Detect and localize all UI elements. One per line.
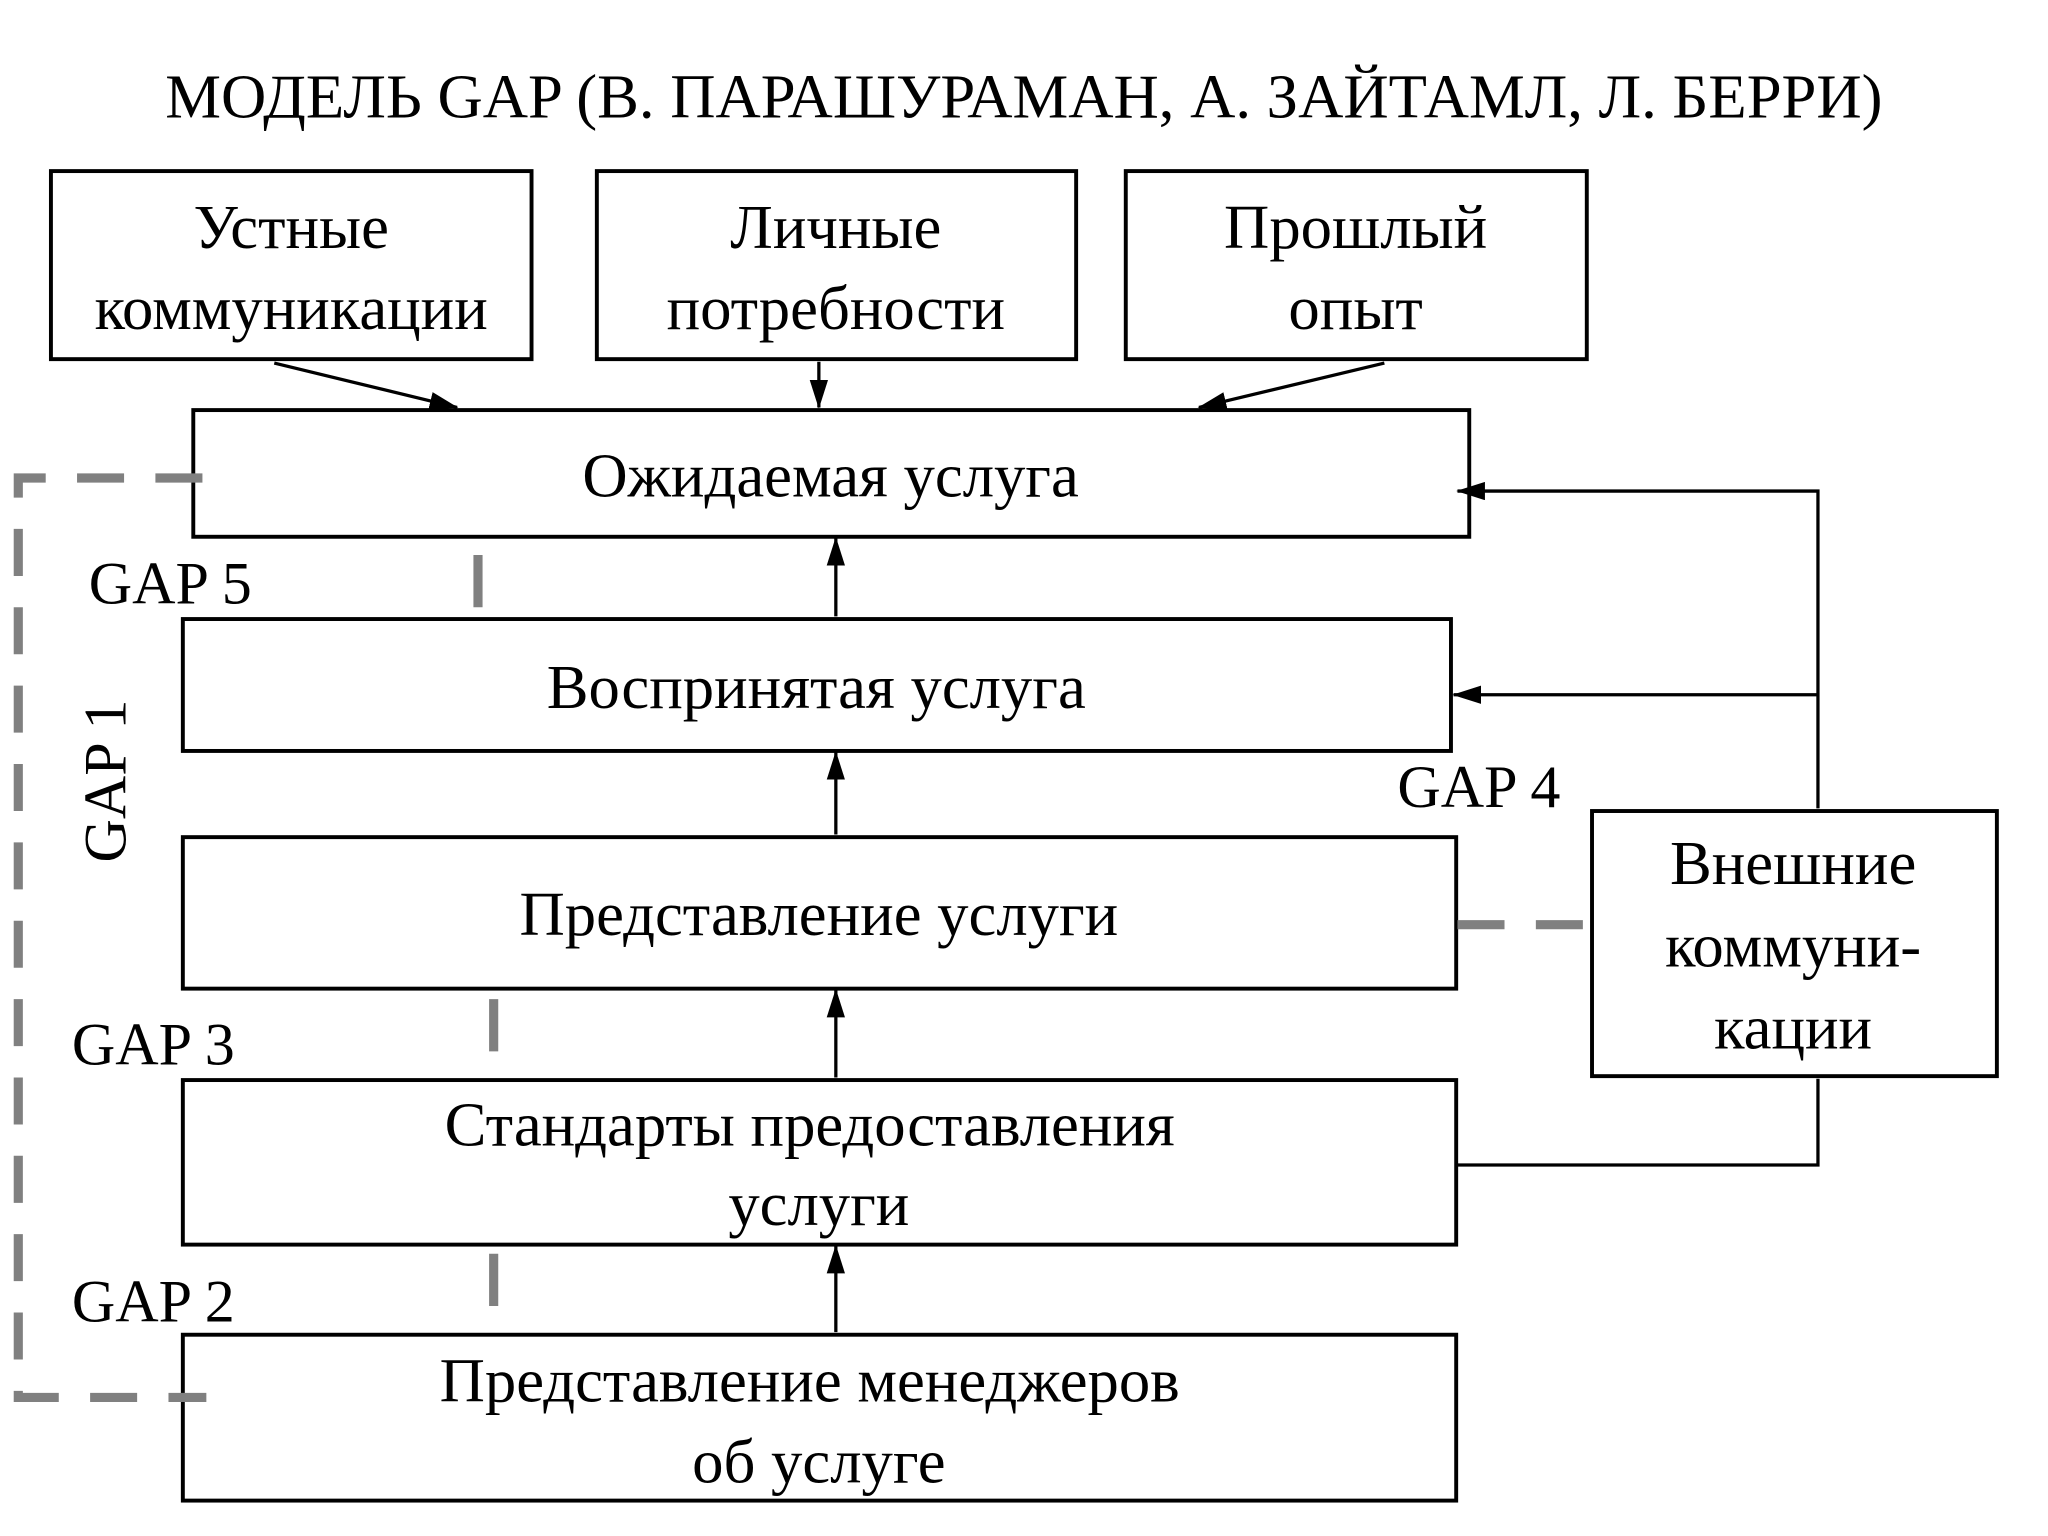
- word-of-mouth-label-line2: коммуникации: [95, 273, 488, 343]
- arrow-word-of-mouth-to-expected: [273, 361, 459, 410]
- perceived-service-box: [180, 617, 1453, 753]
- service-standards-box: [180, 1078, 1459, 1247]
- gap1-label: GAP 1: [71, 699, 138, 862]
- personal-needs-box: [594, 169, 1079, 362]
- expected-service-label: Ожидаемая услуга: [582, 440, 1078, 510]
- management-perceptions-label-line1: Представление менеджеров: [440, 1345, 1180, 1415]
- past-experience-label-line1: Прошлый: [1224, 192, 1487, 262]
- past-experience-label-line2: опыт: [1288, 273, 1422, 343]
- gap5-label: GAP 5: [89, 549, 252, 616]
- external-communications-label-line3: кации: [1714, 993, 1872, 1063]
- service-delivery-box: [180, 835, 1459, 991]
- diagram-title: МОДЕЛЬ GAP (В. ПАРАШУРАМАН, А. ЗАЙТАМЛ, …: [165, 62, 1882, 132]
- management-perceptions-label-line2: об услуге: [692, 1426, 945, 1496]
- line-standards-to-external: [1457, 1078, 1820, 1167]
- management-perceptions-box: [180, 1332, 1459, 1503]
- perceived-service-label: Воспринятая услуга: [547, 652, 1086, 722]
- word-of-mouth-box: [48, 169, 534, 362]
- personal-needs-label-line2: потребности: [667, 273, 1005, 343]
- gap3-label: GAP 3: [72, 1010, 235, 1077]
- service-delivery-label: Представление услуги: [520, 879, 1119, 949]
- personal-needs-label-line1: Личные: [730, 192, 941, 262]
- external-communications-label-line1: Внешние: [1670, 828, 1916, 898]
- external-communications-label-line2: коммуни-: [1665, 910, 1921, 980]
- past-experience-box: [1123, 169, 1589, 362]
- service-standards-label-line1: Стандарты предоставления: [445, 1089, 1175, 1159]
- word-of-mouth-label-line1: Устные: [193, 192, 389, 262]
- line-external-to-expected: [1456, 481, 1820, 809]
- external-communications-box: [1590, 809, 1999, 1079]
- gap4-label: GAP 4: [1397, 753, 1560, 820]
- arrow-experience-to-expected: [1197, 361, 1385, 410]
- gap2-label: GAP 2: [72, 1268, 235, 1335]
- gap1-dashed-boundary: [13, 473, 207, 1402]
- service-standards-label-line2: услуги: [728, 1169, 909, 1239]
